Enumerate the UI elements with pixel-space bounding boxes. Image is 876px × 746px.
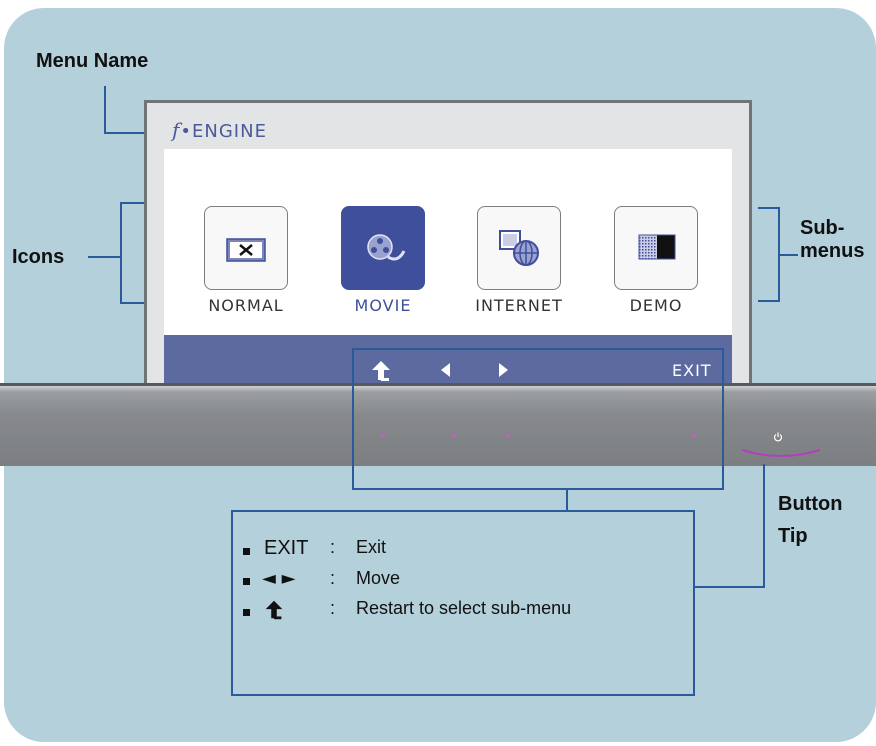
internet-mode-button[interactable] [477, 206, 561, 290]
callout-sub-menus: Sub- menus [800, 217, 864, 263]
button-tip-box [231, 510, 695, 696]
button-highlight-box [352, 348, 724, 490]
power-icon[interactable] [773, 432, 783, 442]
right-arrow-icon[interactable] [497, 361, 511, 379]
tip-desc-move: Move [356, 568, 401, 588]
callout-menu-name: Menu Name [36, 50, 149, 72]
tip-sep: : [330, 598, 336, 618]
callout-button-tip-line2: Tip [778, 525, 808, 547]
up-arrow-icon [265, 600, 283, 620]
osd-button-bar [164, 335, 732, 387]
movie-mode-label: MOVIE [354, 296, 412, 315]
tip-connector-line [566, 490, 568, 512]
osd-menu-title: f•ENGINE [172, 118, 267, 142]
tip-bullet [243, 609, 250, 616]
demo-split-icon [638, 234, 676, 260]
callout-button-tip: Button Tip [778, 488, 842, 552]
right-button-light[interactable] [506, 434, 510, 438]
internet-globe-icon [499, 230, 539, 266]
osd-exit-label[interactable]: EXIT [672, 361, 712, 380]
f-engine-logo-f: f [172, 118, 181, 142]
normal-mode-button[interactable] [204, 206, 288, 290]
up-arrow-icon[interactable] [368, 358, 394, 384]
demo-mode-button[interactable] [614, 206, 698, 290]
osd-menu-title-text: •ENGINE [180, 121, 267, 142]
tip-bullet [243, 548, 250, 555]
movie-reel-icon [367, 234, 406, 261]
callout-icons: Icons [12, 246, 65, 268]
tip-sep: : [330, 568, 336, 588]
tip-key-exit: EXIT [264, 537, 309, 559]
callout-sub-menus-line2: menus [800, 240, 865, 262]
callout-sub-menus-line1: Sub- [800, 217, 845, 239]
internet-mode-label: INTERNET [475, 296, 563, 315]
tip-bullet [243, 578, 250, 585]
movie-mode-button[interactable] [341, 206, 425, 290]
tip-desc-exit: Exit [356, 537, 387, 557]
normal-mode-icon [226, 238, 266, 262]
callout-button-tip-line1: Button [778, 493, 843, 515]
normal-mode-label: NORMAL [208, 296, 284, 315]
tip-sep: : [330, 537, 336, 557]
monitor-bezel [0, 386, 876, 466]
left-button-light[interactable] [452, 434, 456, 438]
power-led-glow [741, 449, 821, 457]
exit-button-light[interactable] [692, 434, 696, 438]
left-arrow-icon[interactable] [438, 361, 452, 379]
tip-key-move: ◄ ► [262, 568, 296, 589]
button-tip-leader-h [695, 586, 765, 588]
tip-desc-restart: Restart to select sub-menu [356, 598, 572, 618]
up-button-light[interactable] [381, 434, 385, 438]
button-tip-leader-v [763, 464, 765, 588]
demo-mode-label: DEMO [629, 296, 683, 315]
